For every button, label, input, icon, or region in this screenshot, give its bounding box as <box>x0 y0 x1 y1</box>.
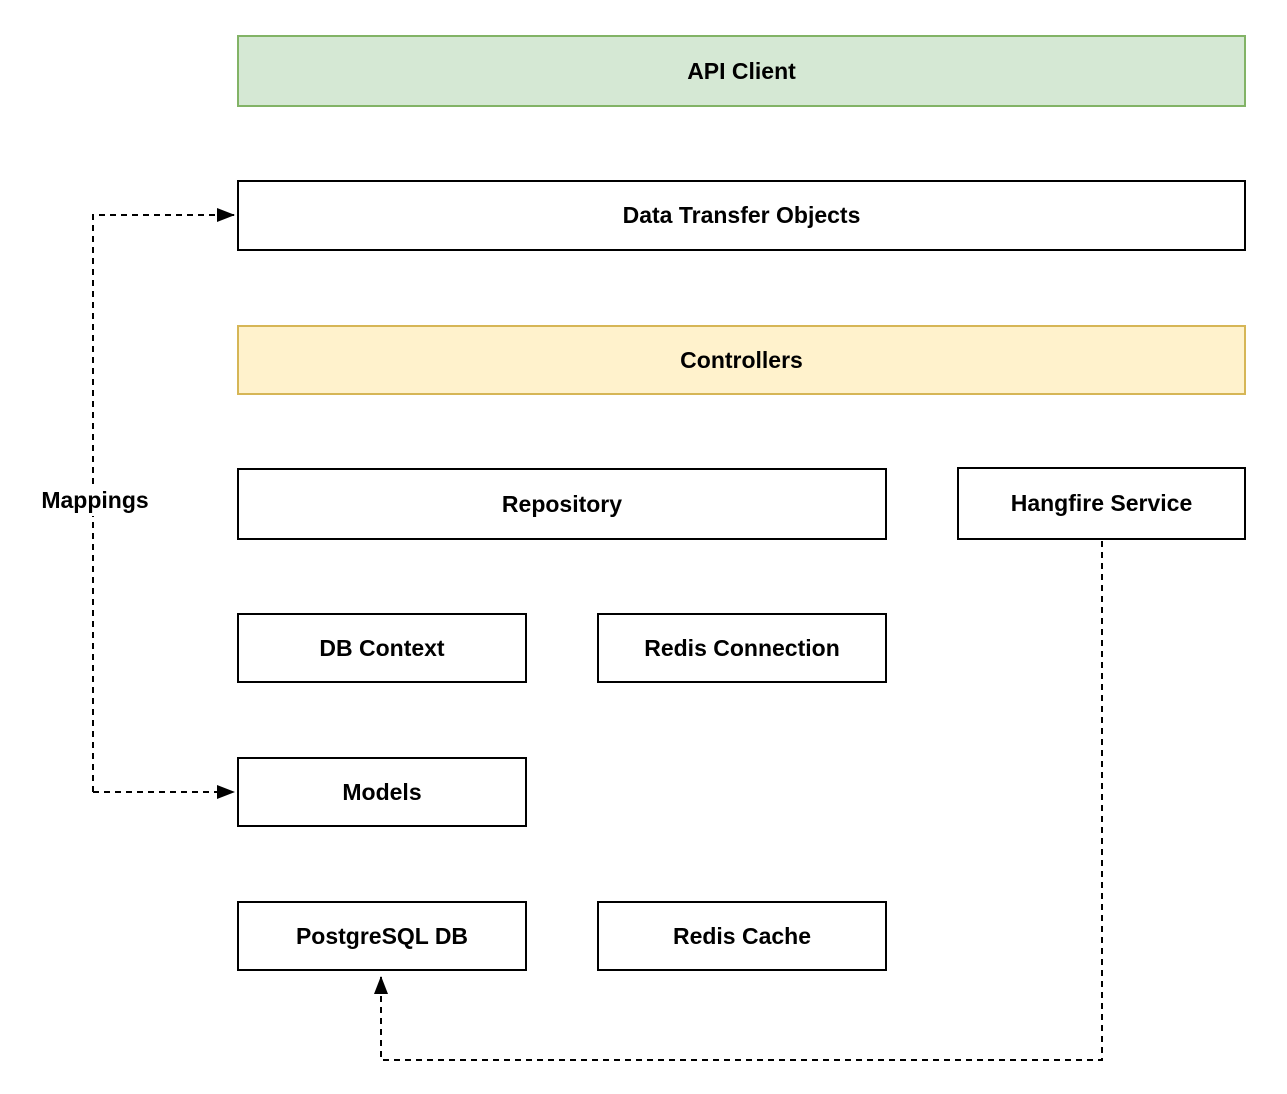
node-hangfire-service: Hangfire Service <box>957 467 1246 540</box>
node-controllers: Controllers <box>237 325 1246 395</box>
node-postgresql-db: PostgreSQL DB <box>237 901 527 971</box>
node-data-transfer-objects: Data Transfer Objects <box>237 180 1246 251</box>
node-redis-connection: Redis Connection <box>597 613 887 683</box>
node-api-client-label: API Client <box>687 57 796 84</box>
edge-label-mappings-text: Mappings <box>41 486 149 513</box>
edge-label-mappings: Mappings <box>31 484 159 516</box>
node-hangfire-service-label: Hangfire Service <box>1010 490 1193 516</box>
node-repository: Repository <box>237 468 887 540</box>
node-redis-connection-label: Redis Connection <box>644 634 840 661</box>
node-redis-cache-label: Redis Cache <box>672 922 812 949</box>
node-models: Models <box>237 757 527 827</box>
node-postgresql-db-label: PostgreSQL DB <box>295 922 469 949</box>
node-models-label: Models <box>342 778 422 805</box>
node-data-transfer-objects-label: Data Transfer Objects <box>622 202 861 228</box>
node-controllers-label: Controllers <box>680 346 803 373</box>
node-db-context: DB Context <box>237 613 527 683</box>
node-api-client: API Client <box>237 35 1246 107</box>
node-redis-cache: Redis Cache <box>597 901 887 971</box>
node-repository-label: Repository <box>501 490 623 517</box>
node-db-context-label: DB Context <box>319 634 445 661</box>
